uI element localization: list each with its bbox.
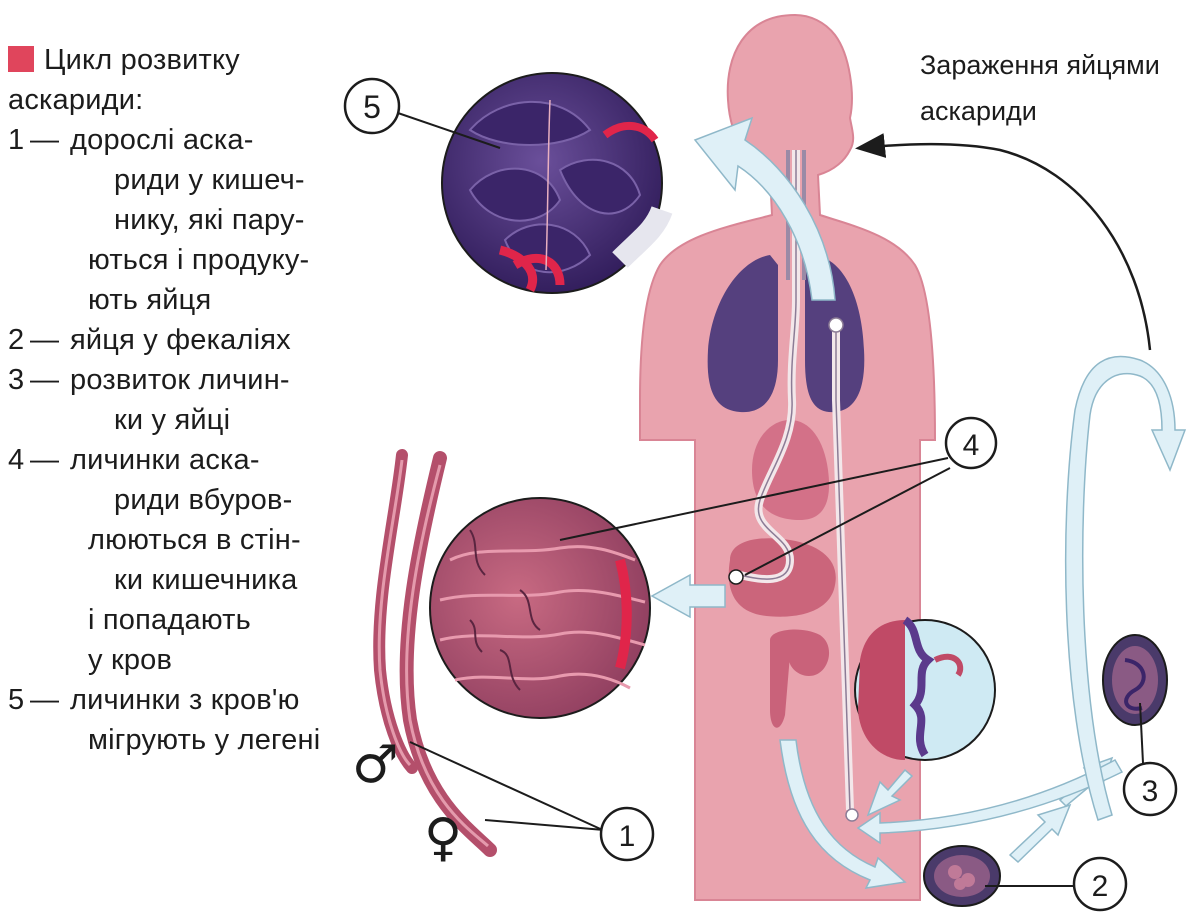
male-symbol: ♂	[352, 735, 399, 795]
marker-5-label: 5	[363, 89, 381, 125]
intestine-magnifier	[430, 498, 650, 718]
marker-4-label: 4	[963, 429, 980, 462]
intestine-wall-magnifier	[855, 620, 995, 760]
marker-2: 2	[1074, 858, 1126, 910]
infection-note-line-1: Зараження яйцями	[920, 42, 1190, 88]
anus-point	[846, 809, 858, 821]
egg-with-larva	[1103, 635, 1167, 725]
lung-entry-point	[829, 318, 843, 332]
infection-note: Зараження яйцями аскариди	[920, 42, 1190, 134]
marker-3: 3	[1124, 763, 1176, 815]
marker-2-label: 2	[1092, 870, 1109, 903]
female-symbol: ♀	[424, 808, 462, 868]
infection-note-line-2: аскариди	[920, 88, 1190, 134]
marker-1-label: 1	[619, 820, 636, 853]
marker-3-label: 3	[1142, 775, 1159, 808]
marker-5: 5	[345, 79, 399, 133]
alveoli-magnifier	[442, 73, 662, 293]
marker-4: 4	[946, 418, 996, 468]
marker-1: 1	[601, 808, 653, 860]
infection-route-arrow	[1066, 357, 1185, 820]
egg-in-feces	[924, 846, 1000, 906]
egg-development-arrow-1	[1010, 805, 1070, 862]
intestine-entry-point	[729, 570, 743, 584]
